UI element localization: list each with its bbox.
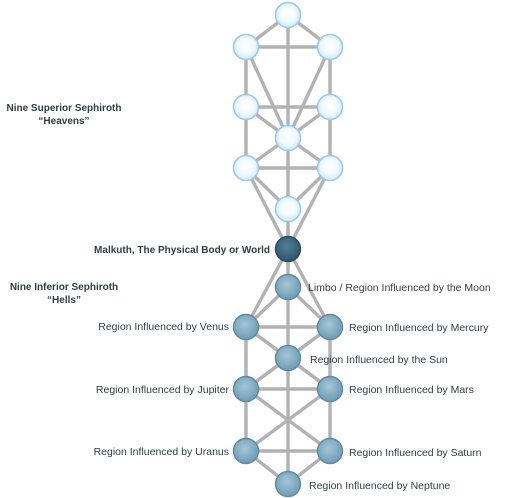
region-mercury-label: Region Influenced by Mercury [349,322,489,334]
superior-sephirah-node-6 [274,124,302,152]
inferior-sephirah-node-8 [316,437,344,465]
inferior-subtitle: “Hells” [47,295,81,306]
malkuth-node [274,235,302,263]
connection-u7-m [244,166,290,251]
inferior-sephirah-node-9 [274,470,302,498]
labels: Nine Superior Sephiroth “Heavens” Malkut… [6,103,490,492]
region-uranus-label: Region Influenced by Uranus [94,446,229,458]
inferior-sephirah-node-7 [232,437,260,465]
connection-u3-u6 [286,45,332,140]
region-venus-label: Region Influenced by Venus [98,321,229,333]
connection-l6-l7 [244,387,332,453]
superior-sephirah-node-2 [232,33,260,61]
inferior-sephirah-node-3 [316,313,344,341]
superior-sephirah-node-4 [232,93,260,121]
superior-sephirah-node-3 [316,33,344,61]
superior-subtitle: “Heavens” [38,116,89,127]
region-mars-label: Region Influenced by Mars [349,384,474,396]
connection-m-l2 [244,247,290,329]
inferior-sephirah-node-5 [232,375,260,403]
superior-sephirah-node-5 [316,93,344,121]
superior-sephirah-node-9 [274,195,302,223]
inferior-title: Nine Inferior Sephiroth [10,282,118,293]
connection-u8-m [286,166,332,251]
superior-title: Nine Superior Sephiroth [6,103,121,114]
connection-u2-u6 [244,45,290,140]
inferior-sephirah-node-2 [232,313,260,341]
region-sun-label: Region Influenced by the Sun [310,354,448,366]
sephiroth-nodes [232,1,344,498]
region-jupiter-label: Region Influenced by Jupiter [96,384,230,396]
region-neptune-label: Region Influenced by Neptune [309,480,450,492]
region-saturn-label: Region Influenced by Saturn [349,447,482,459]
malkuth-label: Malkuth, The Physical Body or World [94,245,270,256]
superior-sephirah-node-7 [232,154,260,182]
superior-sephirah-node-1 [274,1,302,29]
superior-sephirah-node-8 [316,154,344,182]
inferior-sephirah-node-6 [316,375,344,403]
inferior-sephirah-node-4 [274,344,302,372]
connection-m-l3 [286,247,332,329]
region-moon-label: Limbo / Region Influenced by the Moon [308,282,491,294]
inferior-sephirah-node-1 [274,273,302,301]
